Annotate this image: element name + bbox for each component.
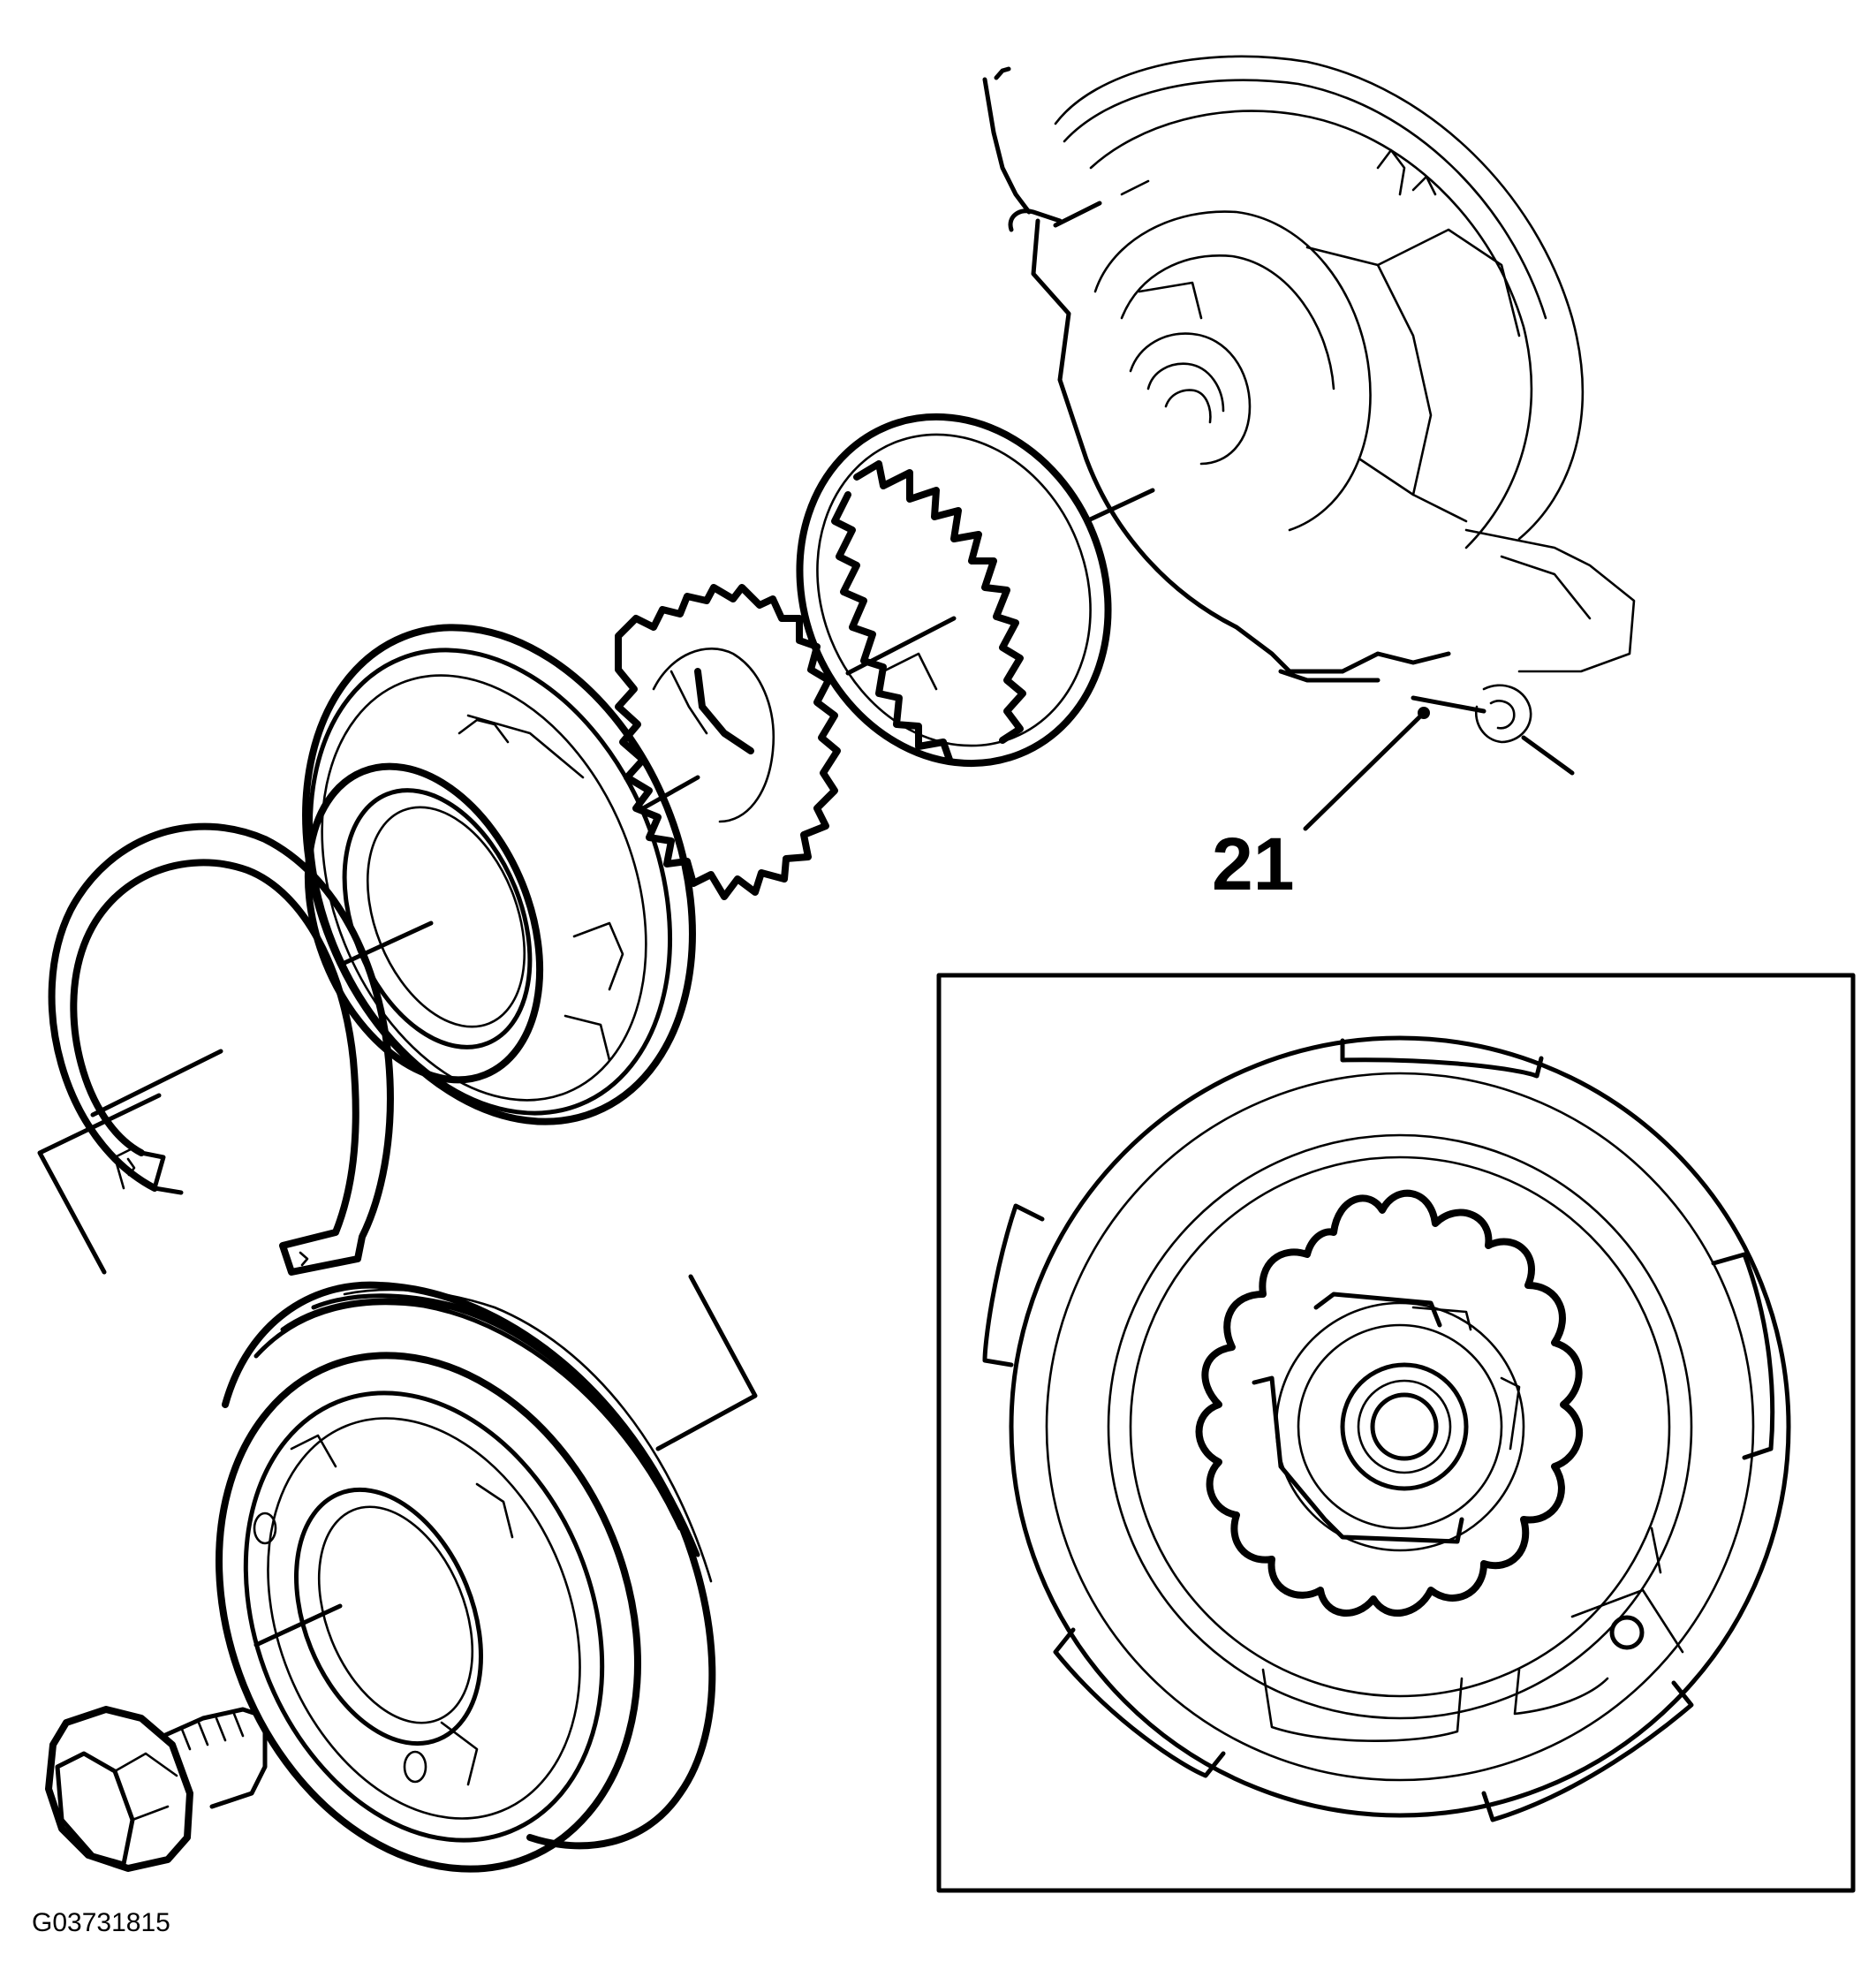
internal-spline-ring	[796, 413, 1112, 768]
compressor-housing	[982, 55, 1636, 776]
spline-hub	[615, 584, 841, 900]
callout-leader-21	[1303, 707, 1430, 831]
pulley	[216, 1281, 716, 1873]
inset-front-view	[936, 973, 1856, 1893]
figure-id-label: G03731815	[32, 1908, 170, 1937]
flange-bolt	[45, 1706, 268, 1872]
group-brackets	[37, 1093, 758, 1451]
part-callout-21: 21	[1212, 822, 1295, 905]
snap-ring	[48, 822, 394, 1276]
